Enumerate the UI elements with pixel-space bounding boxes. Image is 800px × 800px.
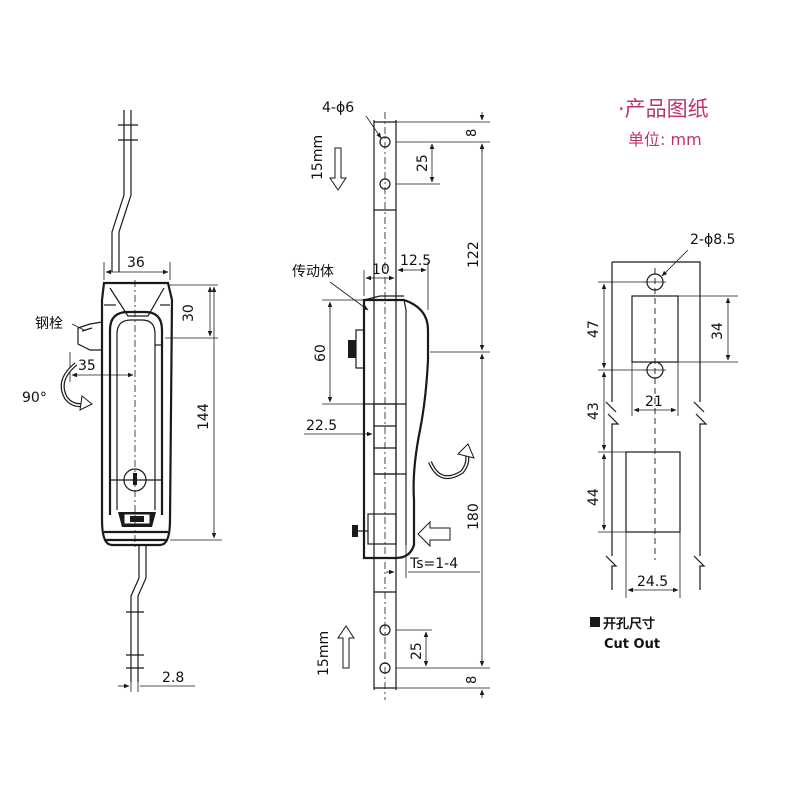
- dim-side-122: 122: [466, 241, 482, 268]
- dim-side-60: 60: [313, 344, 329, 362]
- side-view: 4-ϕ6 15mm 15mm 8 25 122 180 25 8: [292, 100, 490, 700]
- side-hole-4: [379, 662, 391, 674]
- dim-height: 144: [196, 403, 212, 430]
- side-body: [362, 298, 430, 560]
- rotation-arrow-icon: [60, 362, 93, 411]
- legend-square-icon: [590, 617, 600, 627]
- cutout-lower: [625, 451, 681, 533]
- front-housing: [100, 281, 174, 547]
- dim-side-8-bottom: 8: [465, 676, 480, 684]
- label-rotation: 90°: [22, 390, 47, 406]
- unit-label: 单位: mm: [628, 130, 702, 149]
- front-view: 36 30 144 35 钢栓 90° 2.8: [22, 110, 222, 692]
- side-rotation-arrow-icon: [428, 443, 475, 480]
- travel-up-arrow-icon: [337, 625, 355, 669]
- label-steel-bolt: 钢栓: [35, 316, 63, 332]
- label-side-holes: 4-ϕ6: [322, 100, 354, 116]
- cutout-view: 2-ϕ8.5 47 34 21 43 44 24.5 开孔尺寸 Cut: [586, 232, 738, 652]
- dim-side-180: 180: [466, 503, 482, 530]
- front-handle: [108, 310, 164, 515]
- front-upper-rod-right: [118, 110, 132, 272]
- dim-cutout-34: 34: [710, 322, 726, 340]
- travel-down-arrow-icon: [329, 147, 347, 191]
- dim-cutout-24-5: 24.5: [637, 574, 668, 590]
- dim-cutout-44: 44: [586, 488, 602, 506]
- legend-cn: 开孔尺寸: [603, 616, 655, 632]
- dim-side-22-5: 22.5: [306, 418, 337, 434]
- dim-side-12-5: 12.5: [400, 253, 431, 269]
- label-cutout-holes: 2-ϕ8.5: [690, 232, 735, 248]
- label-drive-body: 传动体: [292, 264, 334, 280]
- drawing-title: ·产品图纸: [618, 97, 709, 121]
- side-hole-1: [379, 136, 391, 148]
- dim-ts: Ts=1-4: [409, 556, 458, 572]
- side-hole-2: [379, 178, 391, 190]
- dim-cutout-21: 21: [645, 394, 663, 410]
- dim-width: 36: [127, 255, 145, 271]
- label-travel-top: 15mm: [310, 135, 326, 180]
- dim-side-10: 10: [372, 262, 390, 278]
- legend-en: Cut Out: [604, 637, 660, 652]
- front-lower-rod-left: [130, 545, 140, 682]
- steel-bolt: [77, 321, 103, 351]
- dim-rod: 2.8: [162, 670, 184, 686]
- front-lower-rod-right: [137, 545, 147, 682]
- push-arrow-icon: [417, 520, 451, 548]
- dim-cutout-47: 47: [586, 320, 602, 338]
- side-hole-3: [379, 624, 391, 636]
- dim-side-25-top: 25: [415, 154, 431, 172]
- dim-handle-top: 30: [181, 304, 197, 322]
- side-key-cylinder: [348, 340, 356, 358]
- dim-cutout-43: 43: [586, 402, 602, 420]
- front-upper-rod-left: [111, 110, 125, 272]
- dim-side-8-top: 8: [465, 129, 480, 137]
- label-travel-bottom: 15mm: [316, 631, 332, 676]
- dim-side-25-bottom: 25: [409, 642, 425, 660]
- dim-offset: 35: [78, 358, 96, 374]
